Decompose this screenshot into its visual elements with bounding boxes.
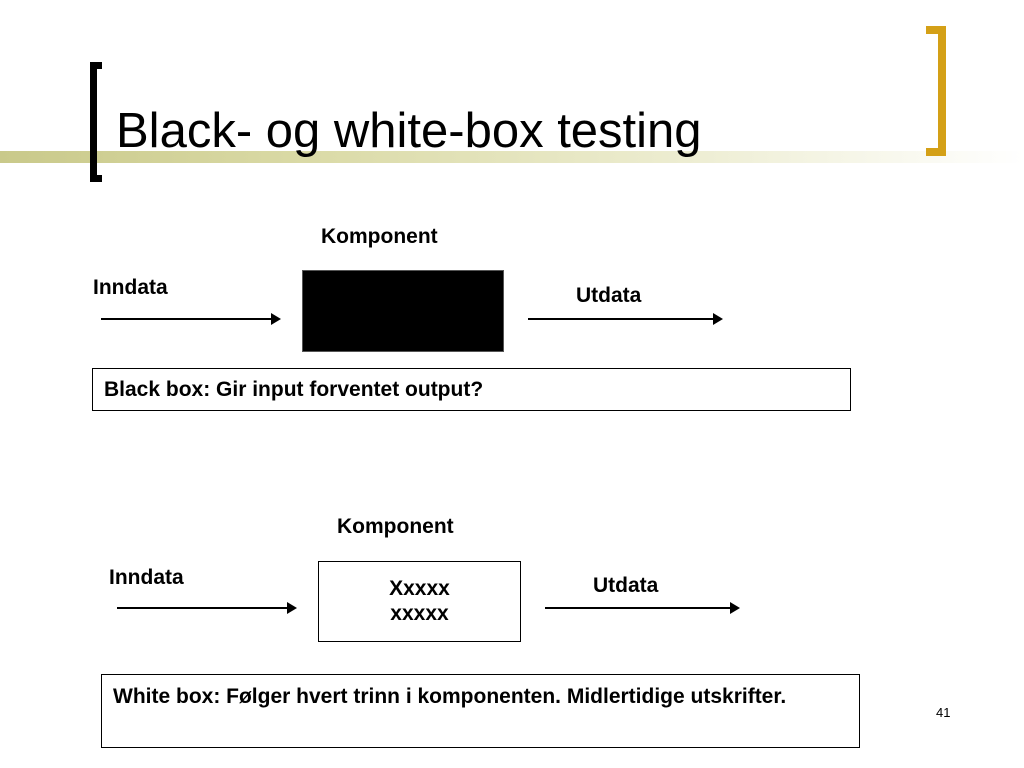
black-box-input-label: Inndata — [93, 276, 168, 299]
white-box-input-arrow — [117, 602, 297, 614]
white-box-output-arrow — [545, 602, 740, 614]
white-box-component: Xxxxx xxxxx — [318, 561, 521, 642]
black-box-component-label: Komponent — [321, 225, 438, 248]
white-box-caption: White box: Følger hvert trinn i komponen… — [101, 674, 860, 748]
title-left-bracket — [90, 62, 102, 182]
white-box-component-label: Komponent — [337, 515, 454, 538]
page-number: 41 — [936, 705, 951, 720]
black-box-caption: Black box: Gir input forventet output? — [92, 368, 851, 411]
black-box-output-label: Utdata — [576, 284, 642, 307]
white-box-output-label: Utdata — [593, 574, 659, 597]
title-right-bracket — [926, 26, 946, 156]
white-box-line-1: Xxxxx — [389, 577, 450, 600]
white-box-line-2: xxxxx — [390, 602, 449, 625]
black-box-component — [302, 270, 504, 352]
white-box-input-label: Inndata — [109, 566, 184, 589]
slide-title: Black- og white-box testing — [116, 104, 702, 158]
black-box-input-arrow — [101, 313, 281, 325]
black-box-output-arrow — [528, 313, 723, 325]
title-decoration-stripe — [0, 151, 1024, 163]
